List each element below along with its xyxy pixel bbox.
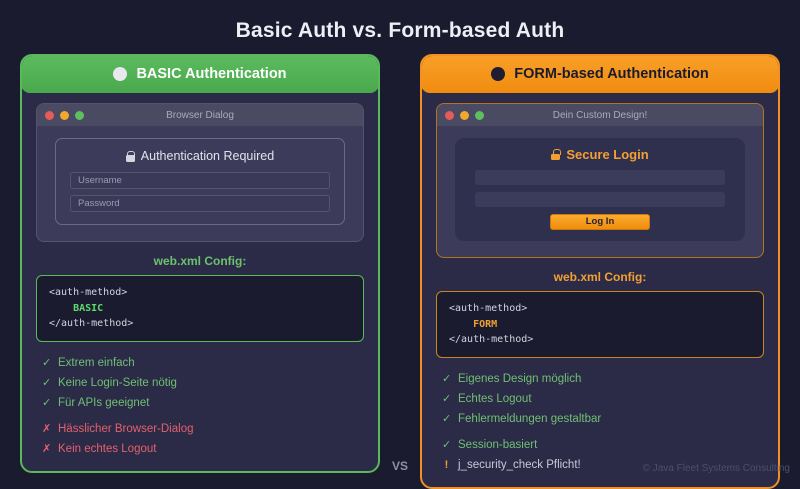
lock-icon — [551, 149, 561, 160]
list-item: ✗ Kein echtes Logout — [42, 439, 364, 459]
list-item-label: Echtes Logout — [458, 392, 532, 405]
circle-dark-icon — [491, 67, 506, 81]
auth-dialog-title: Authentication Required — [70, 149, 330, 163]
minimize-dot-yellow-icon[interactable] — [60, 110, 69, 120]
list-item-label: j_security_check Pflicht! — [458, 458, 581, 471]
list-item-label: Extrem einfach — [58, 356, 135, 369]
lock-icon — [125, 150, 136, 162]
secure-login-card: Secure Login Log In — [455, 138, 745, 241]
check-icon: ✓ — [42, 396, 52, 409]
list-item: ✗ Hässlicher Browser-Dialog — [42, 419, 364, 439]
warning-icon: ! — [444, 458, 449, 471]
code-value-basic: BASIC — [73, 302, 104, 314]
form-config-code: <auth-method> FORM </auth-method> — [436, 291, 764, 358]
mockup-titlebar-label: Dein Custom Design! — [552, 109, 648, 121]
check-icon: ✓ — [442, 392, 452, 405]
list-item: ✓ Fehlermeldungen gestaltbar — [442, 409, 764, 429]
secure-login-title: Secure Login — [475, 147, 725, 162]
page-title: Basic Auth vs. Form-based Auth — [235, 19, 565, 42]
username-input[interactable]: Username — [70, 172, 330, 189]
secure-login-title-text: Secure Login — [566, 147, 649, 162]
footer-copyright: © Java Fleet Systems Consulting — [642, 463, 790, 474]
mockup-content: Authentication Required Username Passwor… — [37, 126, 363, 241]
list-item-label: Für APIs geeignet — [58, 396, 150, 409]
list-item-label: Eigenes Design möglich — [458, 372, 582, 385]
panel-basic-body: Browser Dialog Authentication Required U… — [22, 93, 378, 471]
form-bullet-list: ✓ Eigenes Design möglich ✓ Echtes Logout… — [436, 369, 764, 475]
circle-light-icon — [113, 67, 128, 81]
list-item: ✓ Echtes Logout — [442, 389, 764, 409]
check-icon: ✓ — [442, 372, 452, 385]
list-item-label: Kein echtes Logout — [58, 442, 157, 455]
auth-required-dialog: Authentication Required Username Passwor… — [55, 138, 345, 225]
list-item: ✓ Extrem einfach — [42, 353, 364, 373]
code-value-form: FORM — [473, 318, 498, 330]
code-line-open: <auth-method> — [49, 287, 128, 298]
code-line-open: <auth-method> — [449, 303, 528, 314]
check-icon: ✓ — [42, 356, 52, 369]
list-item: ✓ Session-basiert — [442, 435, 764, 455]
vs-label: VS — [391, 459, 408, 473]
login-button[interactable]: Log In — [550, 214, 650, 230]
panel-form-header: FORM-based Authentication — [422, 55, 778, 93]
list-item: ✓ Keine Login-Seite nötig — [42, 373, 364, 393]
panel-form-title: FORM-based Authentication — [514, 66, 709, 82]
check-icon: ✓ — [42, 376, 52, 389]
basic-bullet-list: ✓ Extrem einfach ✓ Keine Login-Seite nöt… — [36, 353, 364, 459]
list-item: ✓ Für APIs geeignet — [42, 393, 364, 413]
maximize-dot-green-icon[interactable] — [75, 110, 84, 120]
list-item: ✓ Eigenes Design möglich — [442, 369, 764, 389]
panel-form-auth: FORM-based Authentication Dein Custom De… — [420, 54, 780, 489]
list-item-label: Hässlicher Browser-Dialog — [58, 422, 194, 435]
code-line-close: </auth-method> — [49, 318, 134, 329]
check-icon: ✓ — [442, 412, 452, 425]
close-dot-red-icon[interactable] — [45, 110, 54, 120]
panel-basic-title: BASIC Authentication — [136, 66, 287, 82]
list-item-label: Session-basiert — [458, 438, 538, 451]
traffic-lights — [445, 110, 484, 120]
close-dot-red-icon[interactable] — [445, 110, 454, 120]
panel-basic-auth: BASIC Authentication Browser Dialog — [20, 54, 380, 473]
browser-dialog-mockup: Browser Dialog Authentication Required U… — [36, 103, 364, 242]
list-item-label: Keine Login-Seite nötig — [58, 376, 177, 389]
password-input[interactable]: Password — [70, 195, 330, 212]
basic-config-code: <auth-method> BASIC </auth-method> — [36, 275, 364, 342]
list-item-label: Fehlermeldungen gestaltbar — [458, 412, 602, 425]
mockup-titlebar-label: Browser Dialog — [166, 109, 234, 121]
check-icon: ✓ — [442, 438, 452, 451]
form-config-label: web.xml Config: — [553, 270, 647, 284]
mockup-titlebar: Browser Dialog — [37, 104, 363, 126]
panel-form-body: Dein Custom Design! Secure Login Log In … — [422, 93, 778, 487]
maximize-dot-green-icon[interactable] — [475, 110, 484, 120]
minimize-dot-yellow-icon[interactable] — [460, 110, 469, 120]
list-item: ! j_security_check Pflicht! — [442, 455, 764, 475]
cross-icon: ✗ — [42, 442, 52, 455]
password-input[interactable] — [475, 192, 725, 207]
mockup-content: Secure Login Log In — [437, 126, 763, 257]
username-input[interactable] — [475, 170, 725, 185]
comparison-columns: BASIC Authentication Browser Dialog — [0, 54, 800, 489]
code-line-close: </auth-method> — [449, 334, 534, 345]
panel-basic-header: BASIC Authentication — [22, 55, 378, 93]
mockup-titlebar: Dein Custom Design! — [437, 104, 763, 126]
basic-config-label: web.xml Config: — [153, 254, 247, 268]
auth-dialog-title-text: Authentication Required — [140, 149, 275, 163]
cross-icon: ✗ — [42, 422, 52, 435]
custom-login-mockup: Dein Custom Design! Secure Login Log In — [436, 103, 764, 258]
traffic-lights — [45, 110, 84, 120]
